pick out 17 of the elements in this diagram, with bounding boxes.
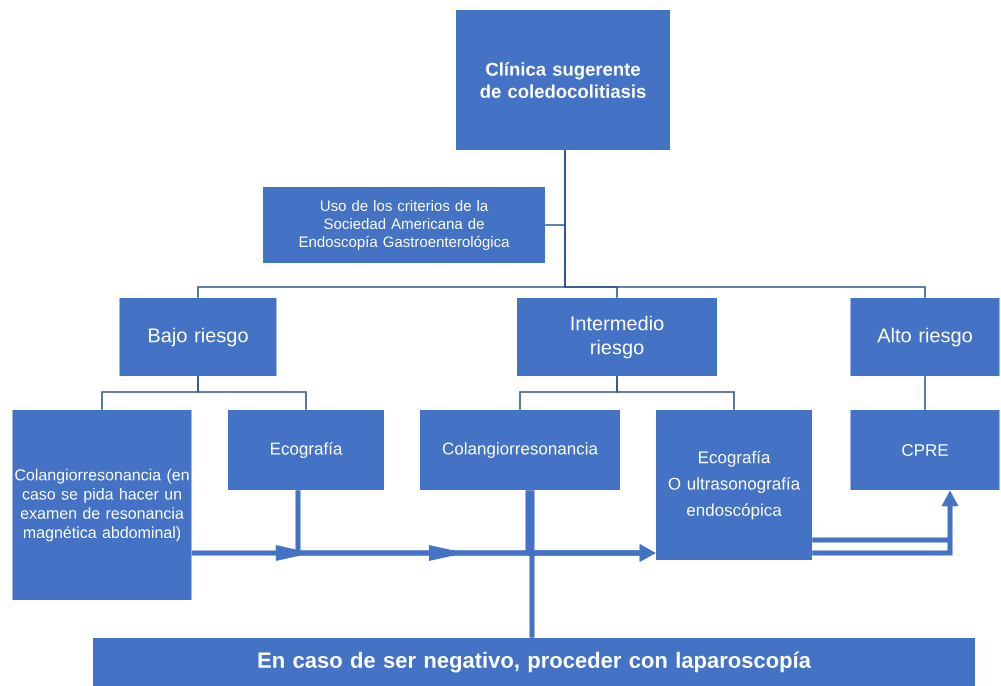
connector (924, 375, 926, 411)
process-box: Intermedio riesgo (517, 298, 717, 376)
connector (564, 149, 926, 299)
connector (812, 537, 948, 543)
process-box: Ecografía (228, 410, 384, 490)
process-box: Alto riesgo (850, 298, 1000, 376)
process-box: Uso de los criterios de la Sociedad Americana de Endoscopía Gastroenterológica (263, 187, 545, 263)
process-box: Clínica sugerente de coledocolitiasis (456, 10, 670, 150)
process-box: En caso de ser negativo, proceder con laparoscopía (93, 638, 975, 686)
process-box: Colangiorresonancia (en caso se pida hacer un examen de resonancia magnética abdominal) (12, 410, 192, 600)
connector (529, 490, 535, 638)
process-box: Bajo riesgo (119, 298, 277, 376)
process-box: Colangiorresonancia (420, 410, 620, 490)
process-box: CPRE (850, 410, 1000, 490)
connector (197, 375, 307, 411)
process-box: Ecografía O ultrasonografía endoscópica (656, 410, 812, 560)
connector (616, 375, 735, 411)
